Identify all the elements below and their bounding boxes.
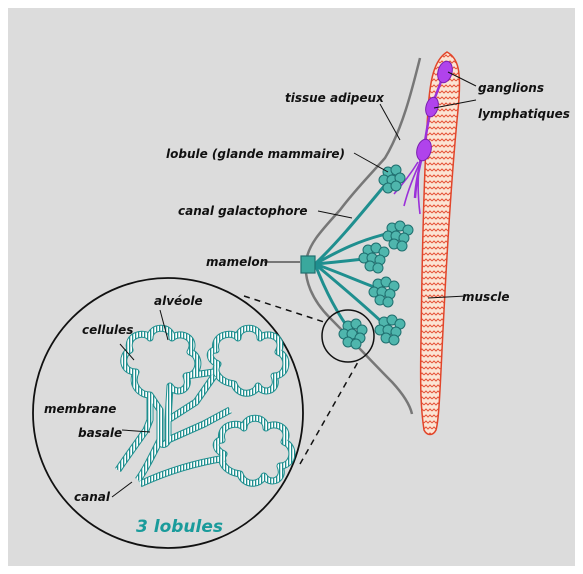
nipple <box>301 256 315 273</box>
label-canal-galactophore: canal galactophore <box>178 204 308 218</box>
label-membrane: membrane <box>44 402 116 416</box>
label-lymphatiques: lymphatiques <box>478 107 570 121</box>
label-mamelon: mamelon <box>206 255 268 269</box>
caption-3-lobules: 3 lobules <box>136 517 223 537</box>
label-tissue-adipeux: tissue adipeux <box>285 91 385 105</box>
label-alveole: alvéole <box>154 294 203 308</box>
label-basale: basale <box>78 426 122 440</box>
label-muscle: muscle <box>462 290 510 304</box>
label-lobule: lobule (glande mammaire) <box>166 147 345 161</box>
label-ganglions: ganglions <box>478 81 544 95</box>
label-cellules: cellules <box>82 323 133 337</box>
label-canal: canal <box>74 490 111 504</box>
